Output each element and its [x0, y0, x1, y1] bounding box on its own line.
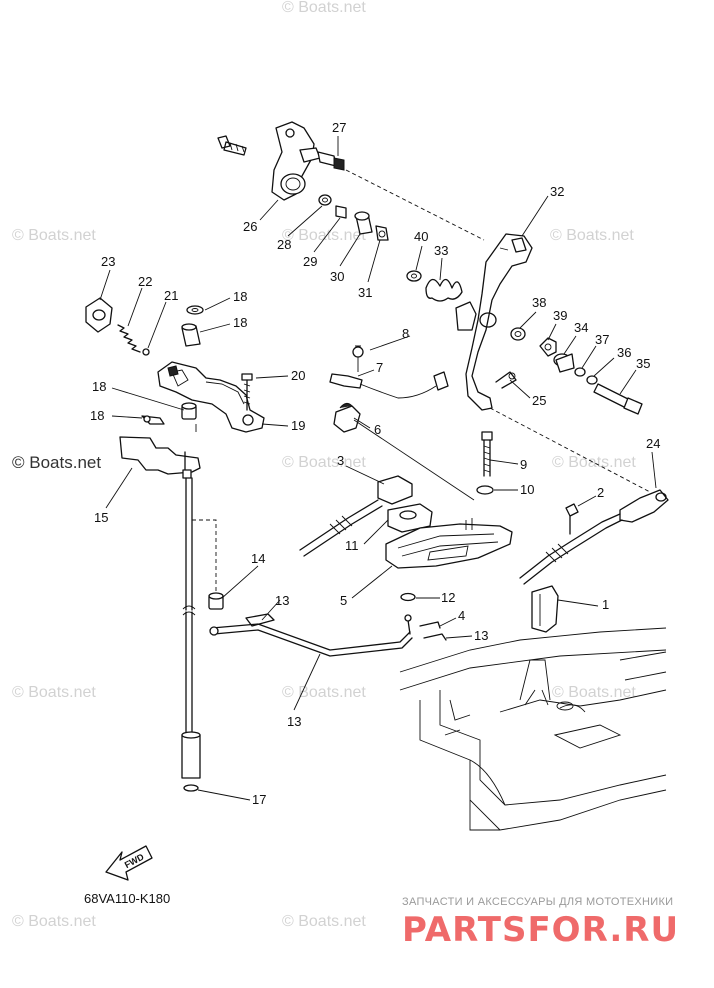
watermark: © Boats.net	[282, 227, 366, 244]
diagram-code: 68VA110-K180	[84, 891, 170, 906]
callout-17: 17	[252, 792, 266, 807]
callout-27: 25	[532, 393, 546, 408]
callout-41: 39	[553, 308, 567, 323]
callout-4: 4	[458, 608, 465, 623]
watermark: © Boats.net	[552, 454, 636, 471]
callout-1: 1	[602, 597, 609, 612]
callout-40: 38	[532, 295, 546, 310]
shift-lever-assembly	[85, 297, 265, 433]
callout-8: 8	[402, 326, 409, 341]
watermark-layer: © Boats.net © Boats.net © Boats.net © Bo…	[12, 0, 636, 930]
callout-6: 6	[374, 422, 381, 437]
callout-18: 18	[233, 315, 247, 330]
callout-13a: 13	[275, 593, 289, 608]
watermark: © Boats.net	[282, 913, 366, 930]
callout-7: 7	[376, 360, 383, 375]
callout-2: 2	[597, 485, 604, 500]
callout-33: 31	[358, 285, 372, 300]
callout-36: 34	[574, 320, 588, 335]
callout-29: 27	[332, 120, 346, 135]
partsfor-branding: ЗАПЧАСТИ И АКСЕССУАРЫ ДЛЯ МОТОТЕХНИКИ PA…	[402, 896, 679, 950]
callout-38: 36	[617, 345, 631, 360]
partsfor-logo: PARTSFOR.RU	[402, 910, 679, 950]
callout-5: 5	[340, 593, 347, 608]
callout-28: 26	[243, 219, 257, 234]
callout-13b: 13	[474, 628, 488, 643]
callout-12: 12	[441, 590, 455, 605]
watermark: © Boats.net	[12, 913, 96, 930]
throttle-lever-assembly	[406, 233, 669, 523]
callout-18-lower: 18	[92, 379, 106, 394]
callout-21: 19	[291, 418, 305, 433]
callout-16: 15	[94, 510, 108, 525]
callout-34: 32	[550, 184, 564, 199]
watermark: © Boats.net	[282, 454, 366, 471]
callout-20: 18	[90, 408, 104, 423]
center-linkage	[299, 345, 623, 633]
callout-24: 22	[138, 274, 152, 289]
callout-25: 23	[101, 254, 115, 269]
callout-39: 37	[595, 332, 609, 347]
watermark: © Boats.net	[282, 684, 366, 701]
callout-35: 33	[434, 243, 448, 258]
callout-31: 29	[303, 254, 317, 269]
callout-15: 14	[251, 551, 265, 566]
callouts: 27 26 28 29 30 31 32 40 33 38 39 34 37 3…	[90, 120, 660, 807]
callout-42: 40	[414, 229, 428, 244]
watermark: © Boats.net	[552, 684, 636, 701]
callout-30: 28	[277, 237, 291, 252]
callout-11: 11	[345, 538, 359, 553]
watermark: © Boats.net	[12, 227, 96, 244]
fwd-indicator: FWD	[105, 845, 153, 881]
watermark: © Boats.net	[12, 684, 96, 701]
watermark-prominent: © Boats.net	[12, 453, 101, 472]
watermark: © Boats.net	[282, 0, 366, 16]
engine-casting	[399, 627, 667, 831]
callout-19: 18	[233, 289, 247, 304]
watermark: © Boats.net	[550, 227, 634, 244]
callout-37: 35	[636, 356, 650, 371]
top-linkage	[217, 121, 485, 241]
callout-3: 3	[337, 453, 344, 468]
callout-22: 20	[291, 368, 305, 383]
callout-32: 30	[330, 269, 344, 284]
callout-23: 21	[164, 288, 178, 303]
callout-26: 24	[646, 436, 660, 451]
branding-subtitle: ЗАПЧАСТИ И АКСЕССУАРЫ ДЛЯ МОТОТЕХНИКИ	[402, 896, 673, 908]
callout-14: 13	[287, 714, 301, 729]
callout-10: 10	[520, 482, 534, 497]
link-rod-assembly	[195, 424, 447, 657]
callout-9: 9	[520, 457, 527, 472]
shift-rod-assembly	[119, 402, 224, 792]
